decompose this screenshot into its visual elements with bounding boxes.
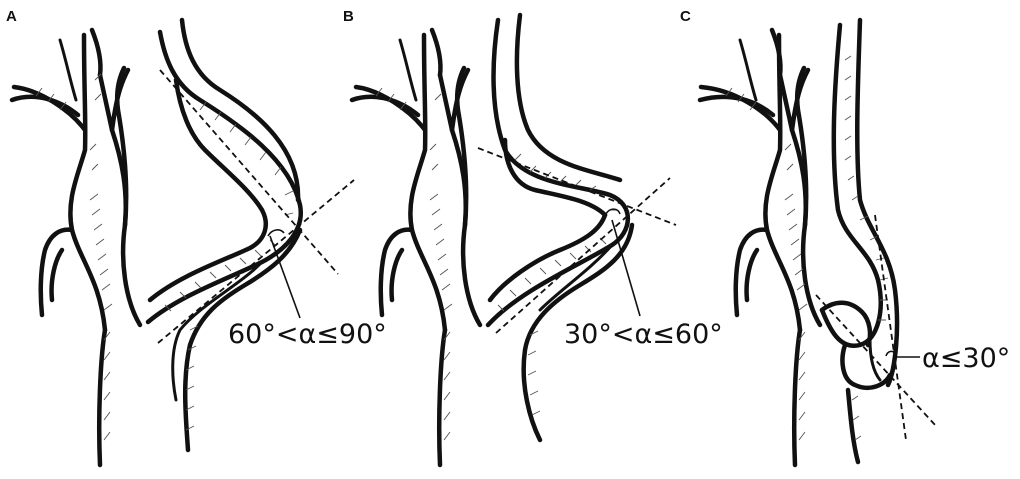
panel-a: A (6, 8, 387, 468)
leader-line-a (269, 235, 301, 319)
angle-arc-a (267, 229, 285, 237)
axis-line-a-1 (159, 69, 339, 275)
panel-b: B 30°<α≤60° (343, 8, 723, 468)
panel-letter-b: B (343, 8, 354, 25)
axis-line-c-2 (815, 294, 937, 427)
axis-line-b-2 (495, 177, 671, 334)
carotid-bifurcation-b (349, 12, 635, 468)
angle-label-a: 60°<α≤90° (228, 319, 387, 350)
panel-letter-a: A (6, 8, 17, 25)
axis-line-b-1 (477, 147, 677, 226)
panel-letter-c: C (680, 8, 691, 25)
angle-label-b: 30°<α≤60° (564, 319, 723, 350)
angle-arc-c (885, 350, 897, 357)
carotid-bifurcation-c (697, 17, 900, 468)
carotid-bifurcation-a (9, 17, 304, 468)
leader-line-b (611, 219, 641, 317)
axis-line-c-1 (874, 214, 907, 441)
angle-label-c: α≤30° (922, 343, 1010, 374)
axis-line-a-2 (157, 179, 355, 344)
angle-arc-b (605, 208, 621, 215)
panel-c: C α≤30° (680, 8, 1010, 468)
